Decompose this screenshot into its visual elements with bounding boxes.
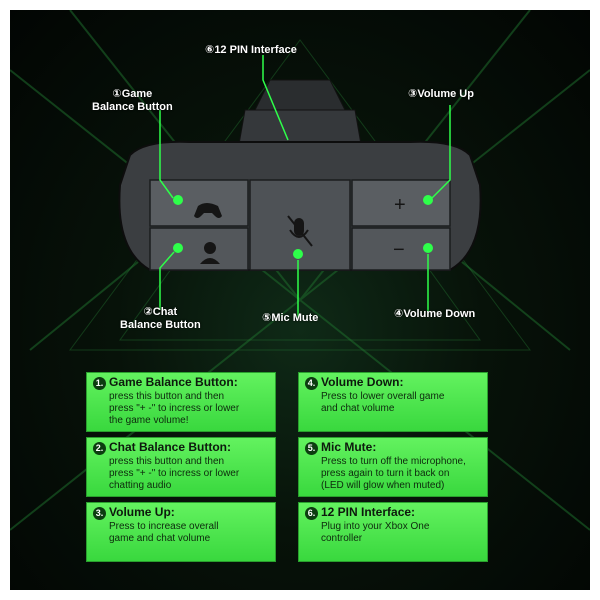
callout-volume-up: ③Volume Up [408,88,474,100]
headset-adapter: + − [118,55,482,318]
card-description: press this button and then press "+ -" t… [109,391,240,426]
led-chat [173,243,183,253]
led-game [173,195,183,205]
card-game-balance: 1. Game Balance Button: press this butto… [86,372,276,432]
card-title: Volume Up: [109,505,175,519]
leader-pin [262,55,289,141]
card-number: 1. [93,377,106,390]
leader-vol-up [431,105,451,199]
card-description: Press to increase overall game and chat … [109,521,219,544]
leader-chat [159,251,175,310]
volume-up-button [351,179,451,227]
card-number: 2. [93,442,106,455]
callout-game-balance: ①Game Balance Button [92,88,173,113]
card-volume-up: 3. Volume Up: Press to increase overall … [86,502,276,562]
callout-pin-interface: ⑥12 PIN Interface [205,44,297,56]
card-number: 6. [305,507,318,520]
led-mic [293,249,303,259]
card-number: 5. [305,442,318,455]
headset-person-icon [200,242,220,264]
product-image: + − ⑥12 PIN Interface ①Game Balance Butt… [10,10,590,590]
callout-volume-down: ④Volume Down [394,308,476,320]
card-pin-interface: 6. 12 PIN Interface: Plug into your Xbox… [298,502,488,562]
card-title: 12 PIN Interface: [321,505,416,519]
card-title: Game Balance Button: [109,375,238,389]
card-title: Mic Mute: [321,440,377,454]
card-mic-mute: 5. Mic Mute: Press to turn off the micro… [298,437,488,497]
card-description: Press to turn off the microphone, press … [321,456,466,491]
gamepad-icon [194,203,222,218]
callout-mic-mute: ⑤Mic Mute [262,312,319,324]
card-description: Plug into your Xbox One controller [321,521,430,544]
microphone-off-icon [287,215,313,247]
plus-icon: + [394,194,406,216]
callout-chat-balance: ②Chat Balance Button [120,306,201,331]
card-chat-balance: 2. Chat Balance Button: press this butto… [86,437,276,497]
card-number: 3. [93,507,106,520]
card-volume-down: 4. Volume Down: Press to lower overall g… [298,372,488,432]
leader-game [159,110,174,199]
card-number: 4. [305,377,318,390]
card-title: Chat Balance Button: [109,440,232,454]
led-volume-up [423,195,433,205]
chat-balance-button [149,227,249,271]
led-volume-down [423,243,433,253]
card-title: Volume Down: [321,375,404,389]
card-description: Press to lower overall game and chat vol… [321,391,445,414]
minus-icon: − [393,239,405,261]
card-description: press this button and then press "+ -" t… [109,456,240,491]
volume-down-button [351,227,451,271]
